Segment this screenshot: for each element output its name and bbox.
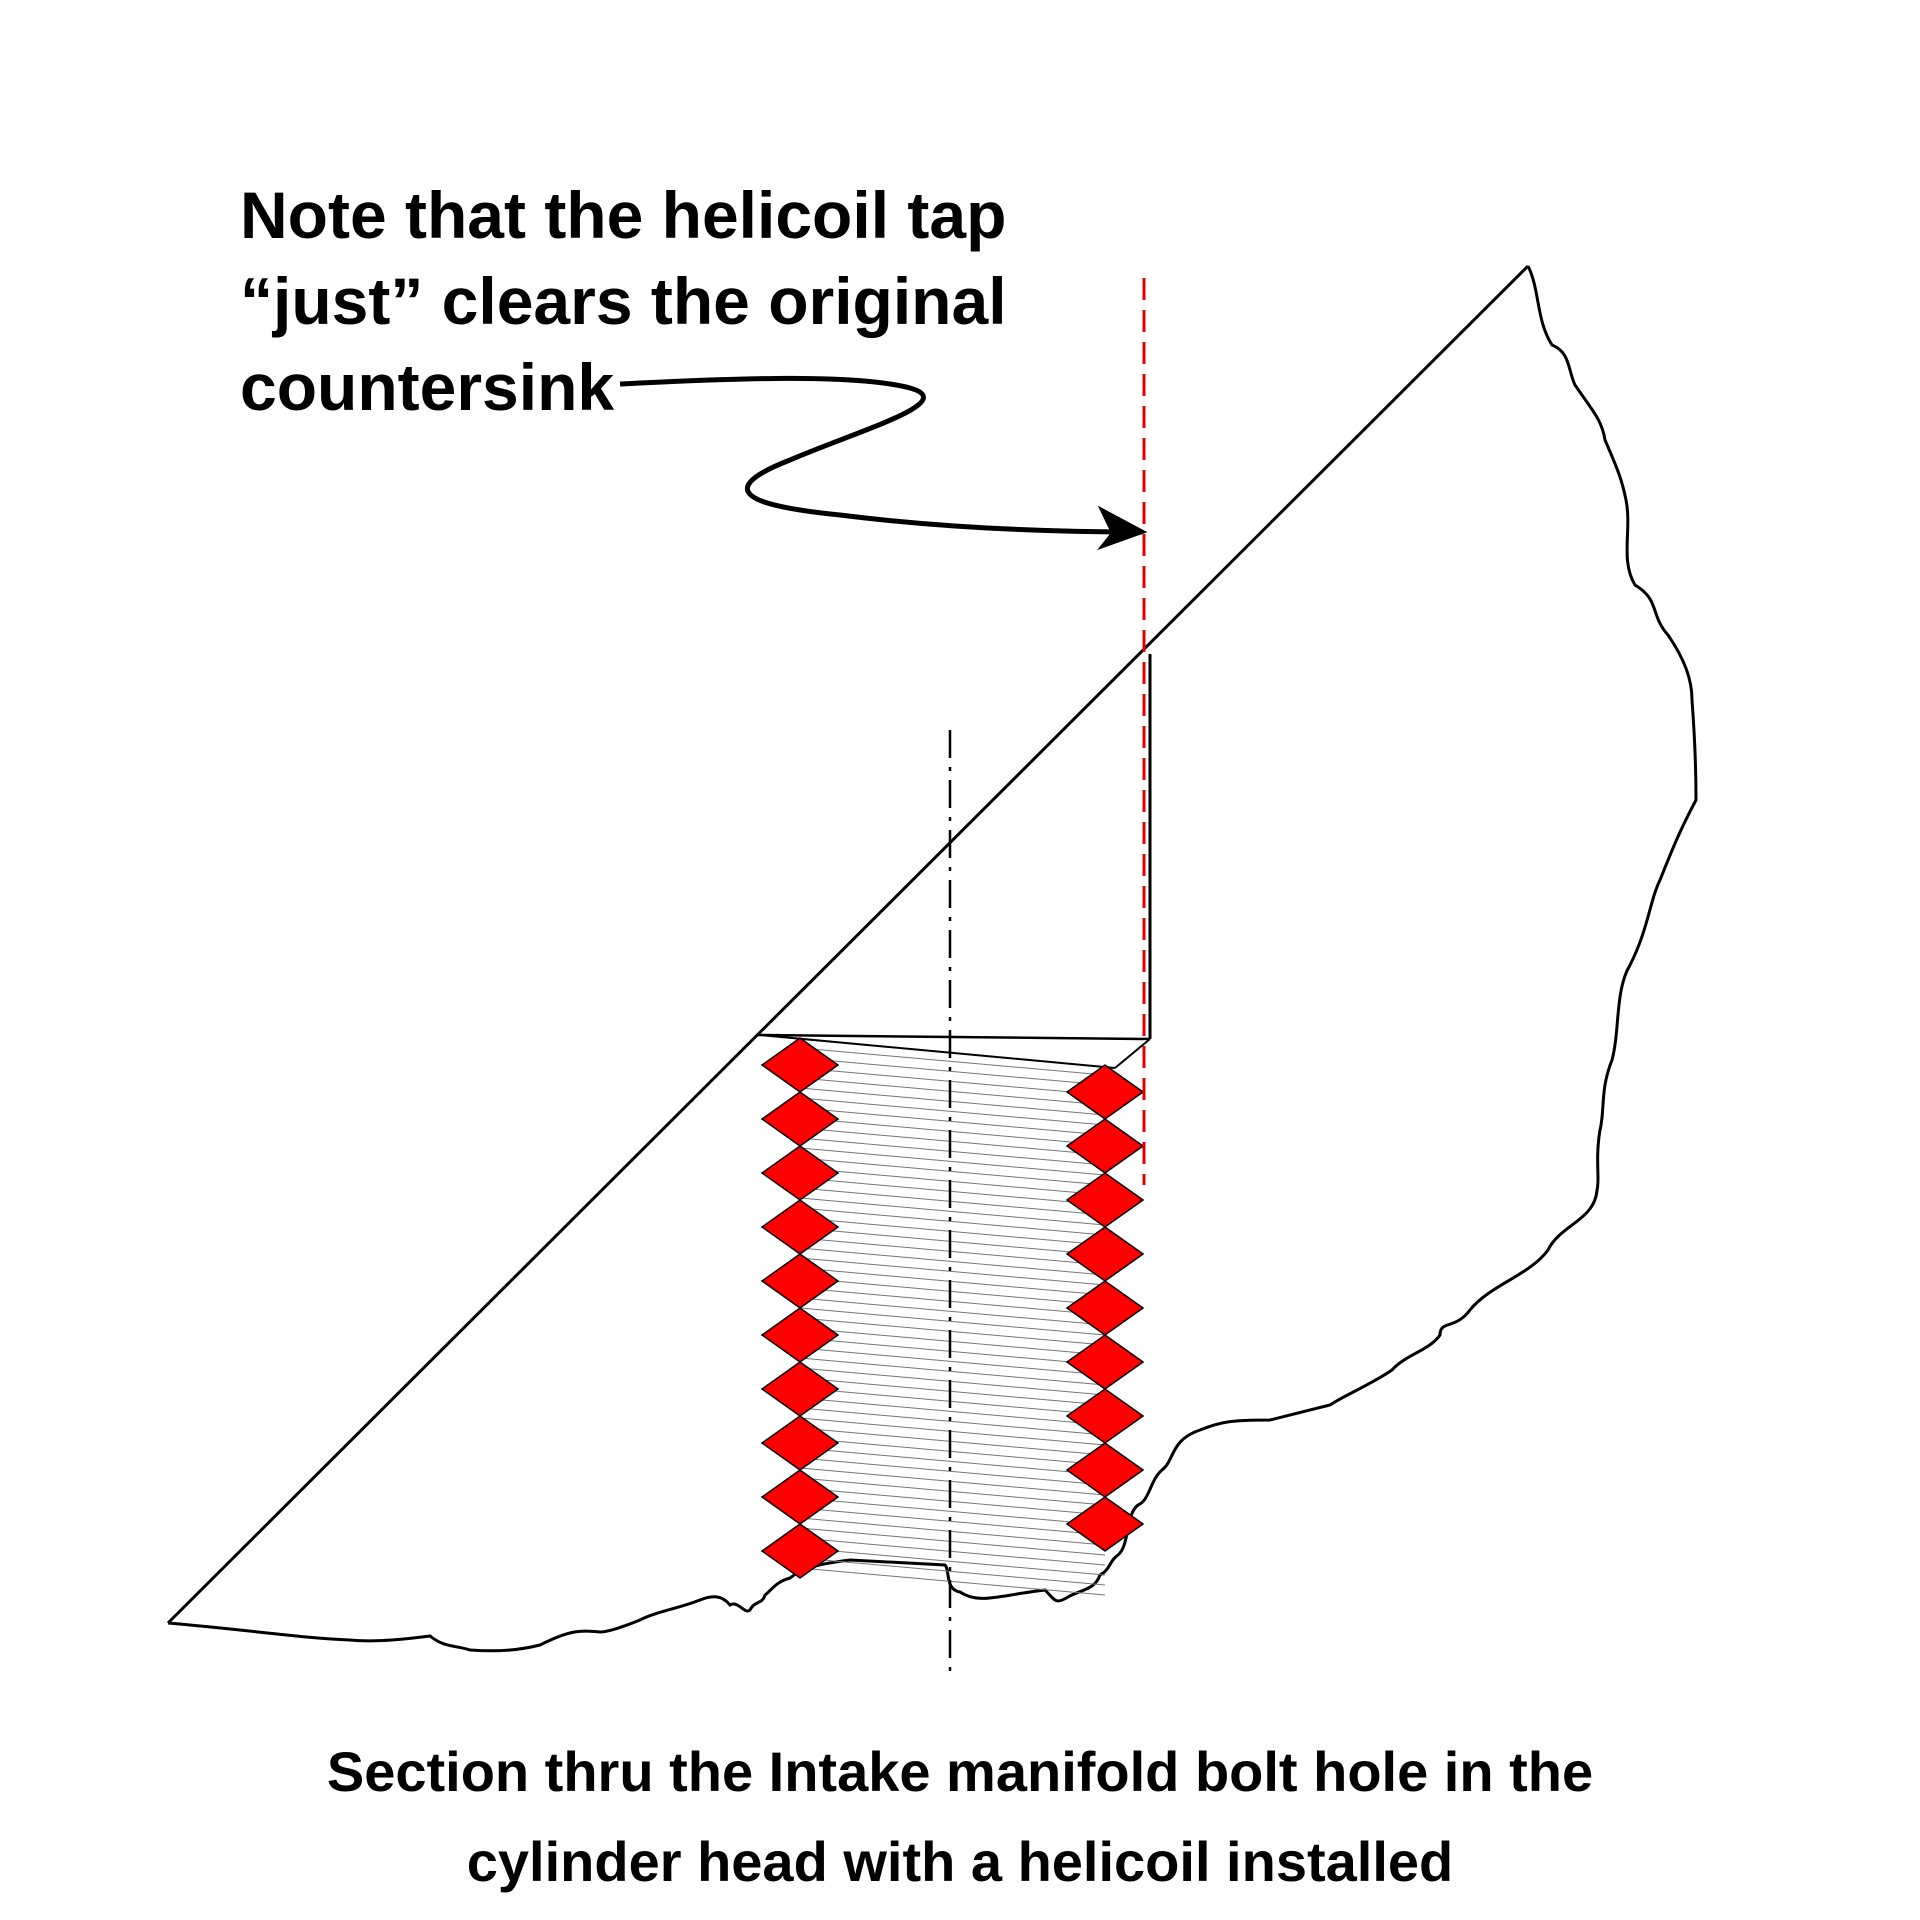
helicoil-coil-right	[1065, 1496, 1145, 1552]
thread-hatch-line	[799, 1297, 1106, 1326]
thread-hatch-line	[799, 1367, 1106, 1396]
thread-hatch-line	[799, 1317, 1106, 1346]
thread-hatch-line	[799, 1467, 1106, 1496]
helicoil-coil-left	[760, 1523, 840, 1579]
annotation-line-3: countersink	[240, 350, 615, 424]
thread-hatch-line	[799, 1077, 1106, 1106]
helicoil-coil-left	[760, 1469, 840, 1525]
thread-hatch-line	[799, 1167, 1106, 1196]
thread-hatch-line	[799, 1377, 1106, 1406]
helicoil-coil-left	[760, 1037, 840, 1093]
helicoil-coil-right	[1065, 1172, 1145, 1228]
thread-hatch-line	[799, 1267, 1106, 1296]
thread-hatch-line	[799, 1517, 1106, 1546]
thread-hatch-line	[799, 1107, 1106, 1136]
helicoil-coil-left	[760, 1091, 840, 1147]
helicoil-coil-right	[1065, 1442, 1145, 1498]
thread-hatch-line	[799, 1347, 1106, 1376]
arrowhead-icon	[1097, 505, 1148, 551]
thread-hatch-line	[799, 1357, 1106, 1386]
thread-hatch-line	[799, 1097, 1106, 1126]
helicoil-left-coils	[760, 1037, 840, 1579]
thread-hatch-line	[799, 1337, 1106, 1366]
cylinder-head-outline	[167, 265, 1698, 1653]
thread-hatch-line	[799, 1237, 1106, 1266]
thread-hatch-line	[799, 1177, 1106, 1206]
helicoil-coil-right	[1065, 1280, 1145, 1336]
thread-hatch-line	[799, 1157, 1106, 1186]
thread-hatch-line	[799, 1457, 1106, 1486]
thread-hatch-line	[799, 1087, 1106, 1116]
thread-hatch-line	[799, 1327, 1106, 1356]
thread-hatch-line	[799, 1057, 1106, 1086]
thread-hatch-line	[799, 1137, 1106, 1166]
caption-line-2: cylinder head with a helicoil installed	[466, 1830, 1454, 1893]
helicoil-coil-left	[760, 1415, 840, 1471]
thread-hatch-line	[799, 1397, 1106, 1426]
thread-hatch-line	[799, 1537, 1106, 1566]
thread-hatch-line	[799, 1417, 1106, 1446]
thread-hatch-line	[799, 1257, 1106, 1286]
thread-hatch-line	[799, 1307, 1106, 1336]
manifold-face-line	[166, 264, 1530, 1625]
thread-hatch-line	[799, 1527, 1106, 1556]
thread-hatch-line	[799, 1217, 1106, 1246]
thread-hatch-line	[799, 1047, 1106, 1076]
thread-hatch-line	[799, 1227, 1106, 1256]
thread-hatch-line	[799, 1447, 1106, 1476]
thread-hatch-line	[799, 1407, 1106, 1436]
thread-hatch-line	[799, 1547, 1106, 1576]
thread-hatch-line	[799, 1567, 1106, 1596]
coil-top-taper-line-2	[1114, 1038, 1151, 1069]
thread-hatch-line	[799, 1387, 1106, 1416]
thread-hatch-line	[799, 1477, 1106, 1506]
thread-hatch-line	[799, 1497, 1106, 1526]
thread-hatch-line	[799, 1277, 1106, 1306]
thread-hatch-line	[799, 1197, 1106, 1226]
helicoil-coil-left	[760, 1361, 840, 1417]
annotation-line-2: “just” clears the original	[240, 264, 1007, 338]
thread-hatch-line	[799, 1437, 1106, 1466]
countersink-bottom-line	[757, 1033, 1151, 1041]
thread-hatch-lines	[799, 1047, 1106, 1596]
thread-hatch-line	[799, 1487, 1106, 1516]
thread-hatch-line	[799, 1557, 1106, 1586]
helicoil-coil-right	[1065, 1226, 1145, 1282]
helicoil-coil-left	[760, 1307, 840, 1363]
helicoil-coil-left	[760, 1145, 840, 1201]
helicoil-coil-right	[1065, 1388, 1145, 1444]
thread-hatch-line	[799, 1507, 1106, 1536]
thread-hatch-line	[799, 1147, 1106, 1176]
leader-arrow-curve	[619, 375, 1143, 535]
thread-hatch-line	[799, 1127, 1106, 1156]
helicoil-coil-right	[1065, 1334, 1145, 1390]
thread-hatch-line	[799, 1247, 1106, 1276]
helicoil-coil-right	[1065, 1118, 1145, 1174]
thread-hatch-line	[799, 1067, 1106, 1096]
helicoil-coil-left	[760, 1199, 840, 1255]
caption-line-1: Section thru the Intake manifold bolt ho…	[326, 1740, 1594, 1803]
helicoil-coil-left	[760, 1253, 840, 1309]
annotation-line-1: Note that the helicoil tap	[240, 178, 1007, 252]
thread-hatch-line	[799, 1187, 1106, 1216]
thread-hatch-line	[799, 1117, 1106, 1146]
helicoil-right-coils	[1065, 1064, 1145, 1552]
thread-hatch-line	[799, 1427, 1106, 1456]
coil-top-taper-line	[759, 1034, 1116, 1069]
thread-hatch-line	[799, 1287, 1106, 1316]
thread-hatch-line	[799, 1207, 1106, 1236]
